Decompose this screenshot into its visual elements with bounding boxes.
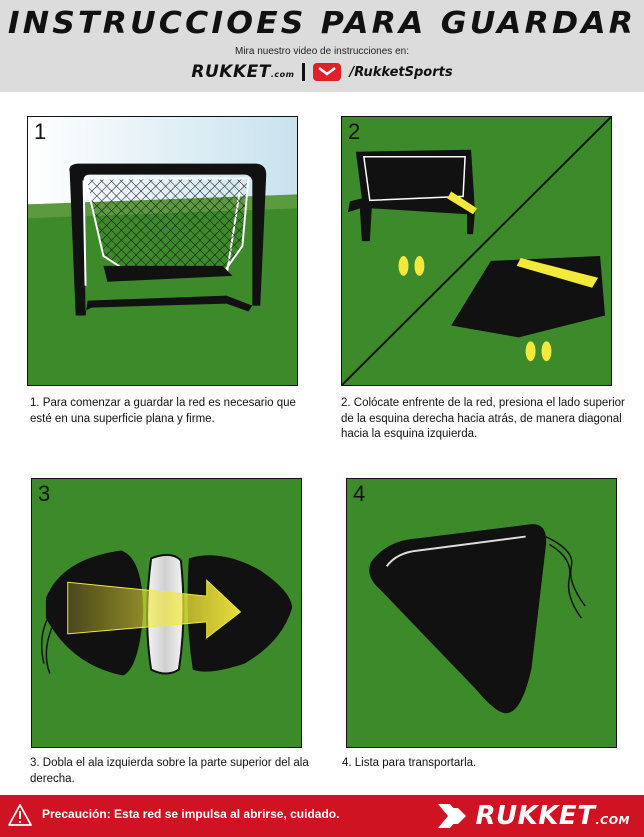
header: INSTRUCCIOES PARA GUARDAR Mira nuestro v… bbox=[0, 0, 644, 92]
step-1-panel: 1 bbox=[27, 116, 298, 386]
page-title: INSTRUCCIOES PARA GUARDAR bbox=[7, 6, 637, 41]
brand-separator bbox=[302, 63, 306, 81]
step-2-panel: 2 bbox=[341, 116, 612, 386]
footer: Precaución: Esta red se impulsa al abrir… bbox=[0, 795, 644, 837]
footer-rukket-logo[interactable]: RUKKET.COM bbox=[436, 800, 631, 832]
arrow-icon bbox=[67, 579, 242, 639]
step-2-number: 2 bbox=[348, 119, 361, 144]
step-1-number: 1 bbox=[34, 119, 47, 144]
step-3-panel: 3 bbox=[31, 478, 302, 748]
rukket-logo[interactable]: RUKKET.com bbox=[191, 62, 295, 82]
youtube-channel-link[interactable]: /RukketSports bbox=[349, 64, 453, 80]
step-4-number: 4 bbox=[353, 481, 366, 506]
step-3-number: 3 bbox=[38, 481, 51, 506]
step-3-caption: 3. Dobla el ala izquierda sobre la parte… bbox=[30, 757, 309, 785]
footprints-icon bbox=[398, 255, 425, 276]
brand-row: RUKKET.com /RukketSports bbox=[0, 61, 644, 83]
footprints-icon bbox=[525, 341, 552, 362]
video-instructions-subtitle: Mira nuestro video de instrucciones en: bbox=[235, 46, 409, 57]
youtube-icon[interactable] bbox=[313, 63, 342, 81]
warning-triangle-icon bbox=[8, 804, 32, 826]
step-4-caption: 4. Lista para transportarla. bbox=[342, 757, 477, 769]
step-2-caption: 2. Colócate enfrente de la red, presiona… bbox=[341, 397, 625, 440]
caution-message: Precaución: Esta red se impulsa al abrir… bbox=[42, 807, 340, 821]
chevrons-icon bbox=[437, 804, 466, 828]
step-1-caption: 1. Para comenzar a guardar la red es nec… bbox=[30, 397, 296, 425]
step-4-panel: 4 bbox=[346, 478, 617, 748]
